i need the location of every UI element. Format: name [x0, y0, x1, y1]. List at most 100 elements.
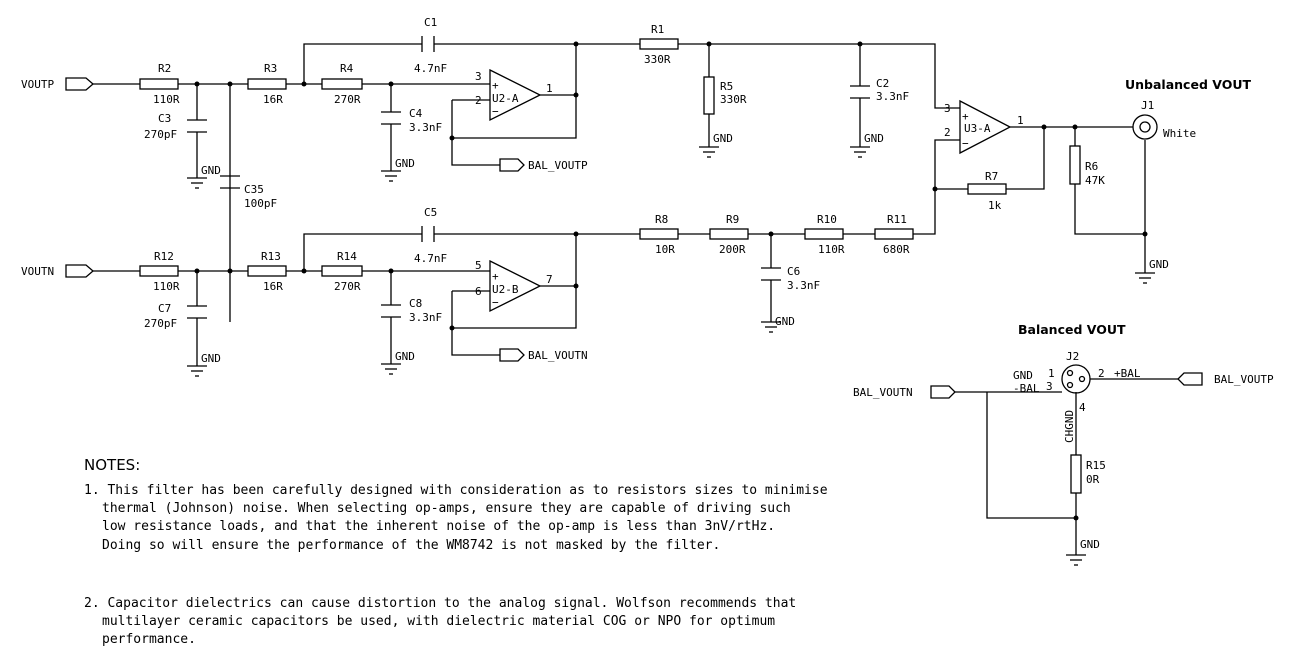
r12-value: 110R: [153, 280, 180, 293]
svg-text:+: +: [962, 110, 969, 123]
r11-value: 680R: [883, 243, 910, 256]
c4-value: 3.3nF: [409, 121, 442, 134]
connector-j1: Unbalanced VOUT J1 White GND: [1125, 77, 1251, 284]
r4-ref: R4: [340, 62, 354, 75]
j2-chgnd: CHGND: [1063, 410, 1076, 443]
r7-ref: R7: [985, 170, 998, 183]
gnd-label-c4: GND: [395, 157, 415, 170]
u3a-pin1: 1: [1017, 114, 1024, 127]
r14-ref: R14: [337, 250, 357, 263]
u2b-pin5: 5: [475, 259, 482, 272]
bal-voutp-label-2: BAL_VOUTP: [1214, 373, 1274, 386]
c2-value: 3.3nF: [876, 90, 909, 103]
r3-ref: R3: [264, 62, 277, 75]
capacitor-c7: C7 270pF GND: [144, 302, 221, 377]
resistor-r13: R13 16R: [247, 250, 287, 293]
gnd-label-c7: GND: [201, 352, 221, 365]
junctions: [194, 41, 1148, 521]
gnd-label-c8: GND: [395, 350, 415, 363]
resistor-r5: R5 330R GND: [698, 76, 747, 158]
bal-voutp-label: BAL_VOUTP: [528, 159, 588, 172]
r10-ref: R10: [817, 213, 837, 226]
c6-value: 3.3nF: [787, 279, 820, 292]
r5-ref: R5: [720, 80, 733, 93]
port-bal-voutp-top: BAL_VOUTP: [499, 158, 588, 172]
c8-ref: C8: [409, 297, 422, 310]
opamp-u2a: + − U2-A 3 2 1: [475, 68, 553, 122]
capacitor-c1: C1 4.7nF: [414, 16, 447, 75]
port-voutp: VOUTP: [21, 77, 94, 91]
r9-ref: R9: [726, 213, 739, 226]
bal-voutn-label: BAL_VOUTN: [528, 349, 588, 362]
gnd-label-j2: GND: [1080, 538, 1100, 551]
notes-block: NOTES: 1. This filter has been carefully…: [84, 456, 828, 647]
voutp-label: VOUTP: [21, 78, 54, 91]
note-2-line-3: performance.: [102, 632, 196, 647]
port-bal-voutn-right: BAL_VOUTN: [853, 385, 956, 399]
resistor-r6: R6 47K: [1069, 145, 1105, 187]
gnd-label-r5: GND: [713, 132, 733, 145]
u3a-pin2: 2: [944, 126, 951, 139]
wires: [93, 43, 1178, 545]
j2-minus-bal: -BAL: [1013, 382, 1040, 395]
resistor-r7: R7 1k: [967, 170, 1007, 212]
u3a-ref: U3-A: [964, 122, 991, 135]
svg-text:+: +: [492, 270, 499, 283]
voutn-label: VOUTN: [21, 265, 54, 278]
r12-ref: R12: [154, 250, 174, 263]
resistor-r15: R15 0R: [1070, 454, 1106, 494]
r6-value: 47K: [1085, 174, 1105, 187]
resistor-r8: R8 10R: [639, 213, 679, 256]
resistor-r12: R12 110R: [139, 250, 180, 293]
r7-value: 1k: [988, 199, 1002, 212]
u2a-pin3: 3: [475, 70, 482, 83]
note-1-line-4: Doing so will ensure the performance of …: [102, 538, 720, 553]
capacitor-c4: C4 3.3nF GND: [380, 107, 442, 182]
port-bal-voutp-right: BAL_VOUTP: [1177, 372, 1274, 386]
j2-gnd-label: GND: [1013, 369, 1033, 382]
unbalanced-title: Unbalanced VOUT: [1125, 77, 1251, 92]
port-voutn: VOUTN: [21, 264, 94, 278]
c3-ref: C3: [158, 112, 171, 125]
svg-text:+: +: [492, 79, 499, 92]
j1-color: White: [1163, 127, 1196, 140]
c2-ref: C2: [876, 77, 889, 90]
u2b-pin6: 6: [475, 285, 482, 298]
bal-voutn-label-2: BAL_VOUTN: [853, 386, 913, 399]
j2-pin4: 4: [1079, 401, 1086, 414]
r11-ref: R11: [887, 213, 907, 226]
c4-ref: C4: [409, 107, 423, 120]
r10-value: 110R: [818, 243, 845, 256]
r8-ref: R8: [655, 213, 668, 226]
note-1-line-1: 1. This filter has been carefully design…: [84, 483, 828, 498]
r6-ref: R6: [1085, 160, 1098, 173]
c35-ref: C35: [244, 183, 264, 196]
capacitor-c3: C3 270pF GND: [144, 112, 221, 189]
resistor-r3: R3 16R: [247, 62, 287, 106]
svg-text:−: −: [492, 296, 499, 309]
resistor-r14: R14 270R: [321, 250, 363, 293]
r14-value: 270R: [334, 280, 361, 293]
j1-ref: J1: [1141, 99, 1154, 112]
r5-value: 330R: [720, 93, 747, 106]
r9-value: 200R: [719, 243, 746, 256]
opamp-u2b: + − U2-B 5 6 7: [475, 259, 553, 313]
r8-value: 10R: [655, 243, 675, 256]
r15-ref: R15: [1086, 459, 1106, 472]
gnd-label-c6: GND: [775, 315, 795, 328]
resistor-r2: R2 110R: [139, 62, 180, 106]
note-2-line-2: multilayer ceramic capacitors be used, w…: [102, 614, 775, 629]
c35-value: 100pF: [244, 197, 277, 210]
j2-pin2: 2: [1098, 367, 1105, 380]
resistor-r11: R11 680R: [874, 213, 914, 256]
gnd-label-c2: GND: [864, 132, 884, 145]
note-1-line-2: thermal (Johnson) noise. When selecting …: [102, 501, 791, 516]
capacitor-c6: C6 3.3nF GND: [760, 265, 820, 333]
j2-pin3: 3: [1046, 380, 1053, 393]
j2-pin1: 1: [1048, 367, 1055, 380]
note-2-line-1: 2. Capacitor dielectrics can cause disto…: [84, 596, 796, 611]
resistor-r4: R4 270R: [321, 62, 363, 106]
r1-value: 330R: [644, 53, 671, 66]
u2a-pin2: 2: [475, 94, 482, 107]
